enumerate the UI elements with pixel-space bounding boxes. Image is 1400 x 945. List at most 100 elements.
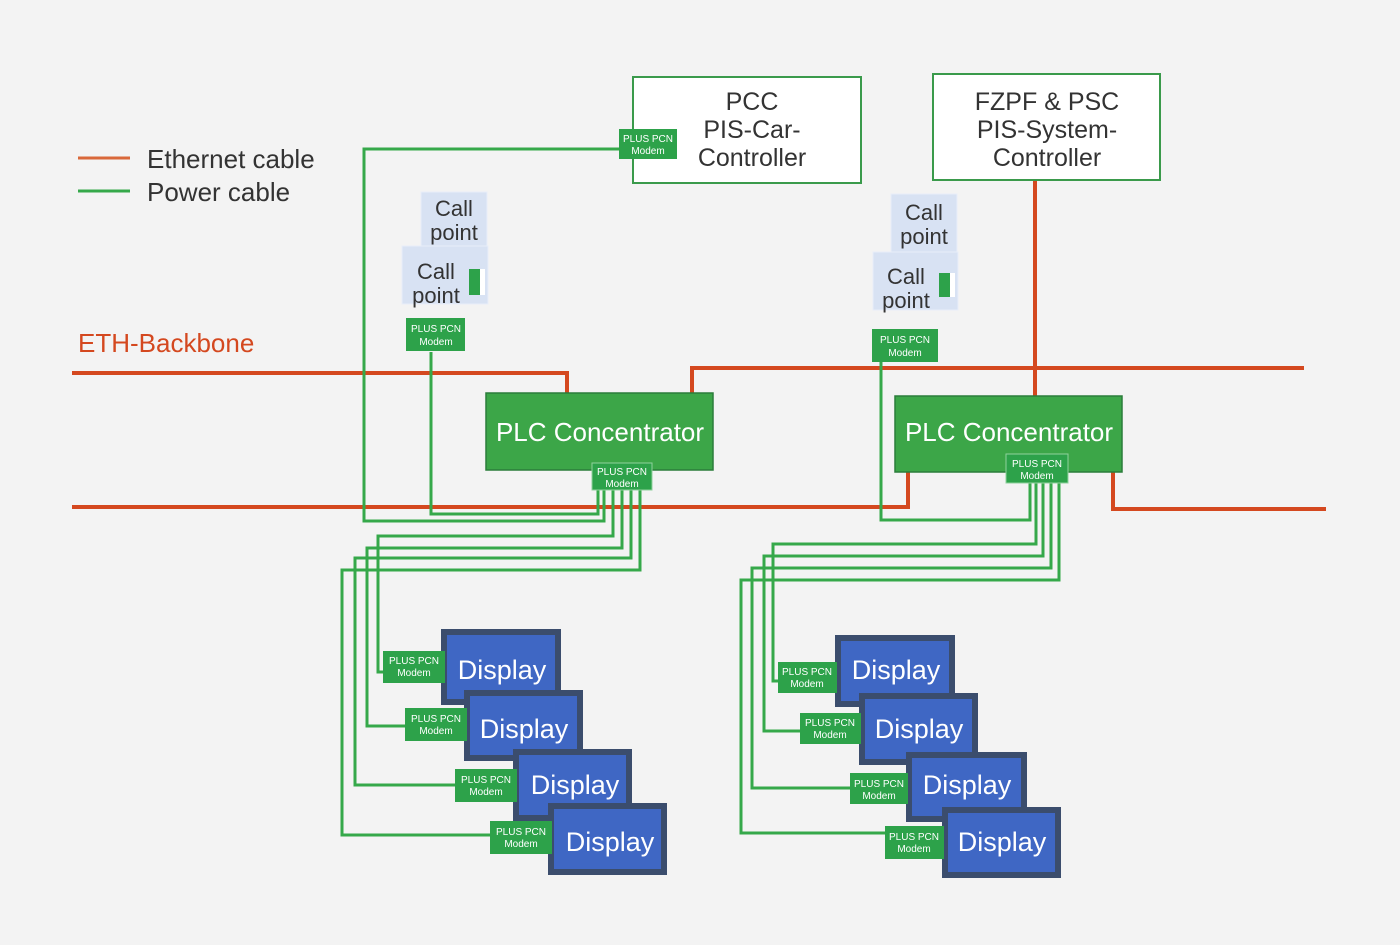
- call-point-front-left-line2: point: [412, 283, 460, 308]
- fzpf-title: FZPF & PSC: [975, 88, 1119, 116]
- power-pcc: [362, 147, 634, 523]
- display-modem-line1: PLUS PCN: [889, 832, 939, 843]
- power-display-r1: [771, 483, 1038, 683]
- call-point-back-right-line1: Call: [905, 200, 943, 225]
- pcc-title: PCC: [726, 88, 779, 116]
- power-cables: [340, 147, 1061, 837]
- pcc-modem-line2: Modem: [631, 146, 664, 157]
- power-callpoint-left: [429, 352, 600, 516]
- call-point-modem-left-line2: Modem: [419, 337, 452, 348]
- display-label: Display: [531, 770, 620, 800]
- display-label: Display: [875, 714, 964, 744]
- plc-concentrator-left: PLC Concentrator PLUS PCN Modem: [485, 392, 714, 491]
- display-modem: [455, 769, 517, 802]
- plc-concentrator-left-modem-line2: Modem: [605, 479, 638, 490]
- power-callpoint-right: [879, 362, 1032, 522]
- plc-concentrator-left-modem-line1: PLUS PCN: [597, 467, 647, 478]
- displays-right: Display PLUS PCN Modem Display PLUS PCN …: [778, 635, 1061, 878]
- display-modem: [405, 708, 467, 741]
- display-modem-line1: PLUS PCN: [854, 779, 904, 790]
- display-modem: [885, 826, 944, 859]
- plc-concentrator-right-modem-line2: Modem: [1020, 471, 1053, 482]
- call-point-front-right-line2: point: [882, 288, 930, 313]
- eth-backbone-lower-left: [72, 471, 910, 509]
- eth-backbone-lower-right: [1111, 471, 1326, 511]
- display-modem-line1: PLUS PCN: [461, 775, 511, 786]
- display-screen: [942, 807, 1061, 878]
- fzpf-subtitle: PIS-System-: [977, 116, 1117, 144]
- call-point-button-highlight-right: [950, 273, 955, 297]
- pcc-subtitle: PIS-Car-: [703, 116, 800, 144]
- pcc-modem-line1: PLUS PCN: [623, 134, 673, 145]
- display-modem: [778, 662, 837, 693]
- display-modem-line1: PLUS PCN: [411, 714, 461, 725]
- display-modem-line2: Modem: [504, 839, 537, 850]
- plc-concentrator-right: PLC Concentrator PLUS PCN Modem: [894, 395, 1123, 484]
- call-point-back-left: [420, 191, 488, 247]
- call-point-button-highlight-left: [480, 269, 485, 295]
- plc-concentrator-left-modem: [591, 462, 653, 491]
- display-label: Display: [480, 714, 569, 744]
- display-screen: [548, 803, 667, 875]
- plc-concentrator-right-modem-line1: PLUS PCN: [1012, 459, 1062, 470]
- power-display-r4: [739, 483, 1061, 835]
- display-label: Display: [566, 827, 655, 857]
- call-point-front-left-line1: Call: [417, 259, 455, 284]
- display-modem-line2: Modem: [897, 844, 930, 855]
- power-display-l1: [376, 489, 615, 674]
- fzpf-controller: FZPF & PSC PIS-System- Controller: [932, 73, 1161, 181]
- display-label: Display: [458, 655, 547, 685]
- call-point-modem-right-line2: Modem: [888, 348, 921, 359]
- call-point-modem-left-line1: PLUS PCN: [411, 324, 461, 335]
- display-modem-line2: Modem: [862, 791, 895, 802]
- fzpf-box: [932, 73, 1161, 181]
- eth-backbone-upper-left: [72, 371, 569, 393]
- display-modem-line2: Modem: [469, 787, 502, 798]
- ethernet-cables: [72, 180, 1326, 511]
- display-modem-line1: PLUS PCN: [782, 667, 832, 678]
- plc-concentrator-left-box: [485, 392, 714, 471]
- fzpf-subtitle-2: Controller: [993, 144, 1101, 172]
- display-modem-line2: Modem: [397, 668, 430, 679]
- call-points-left: Call point Call point PLUS PCN Modem: [401, 191, 489, 351]
- display-modem: [800, 713, 861, 744]
- call-point-modem-right-line1: PLUS PCN: [880, 335, 930, 346]
- display-label: Display: [923, 770, 1012, 800]
- pcc-box: [632, 76, 862, 184]
- display-label: Display: [852, 655, 941, 685]
- plc-concentrator-right-modem: [1005, 453, 1069, 484]
- plc-concentrator-right-label: PLC Concentrator: [905, 417, 1113, 447]
- legend: Ethernet cable Power cable: [78, 144, 315, 207]
- display-unit: Display PLUS PCN Modem: [490, 803, 667, 875]
- display-modem-line2: Modem: [813, 730, 846, 741]
- power-display-r3: [750, 483, 1053, 790]
- display-unit: Display PLUS PCN Modem: [405, 690, 583, 761]
- pcc-subtitle-2: Controller: [698, 144, 806, 172]
- display-modem: [850, 773, 908, 804]
- display-unit: Display PLUS PCN Modem: [800, 693, 978, 765]
- backbone-label: ETH-Backbone: [78, 328, 254, 358]
- display-unit: Display PLUS PCN Modem: [885, 807, 1061, 878]
- pcc-modem: [619, 129, 677, 159]
- call-point-front-right-line1: Call: [887, 264, 925, 289]
- display-modem-line1: PLUS PCN: [496, 827, 546, 838]
- call-point-modem-right: [872, 329, 938, 362]
- pcc-controller: PCC PIS-Car- Controller PLUS PCN Modem: [619, 76, 862, 184]
- call-point-back-left-line1: Call: [435, 196, 473, 221]
- eth-backbone-upper-right: [690, 366, 1304, 393]
- power-display-r2: [762, 483, 1045, 733]
- display-modem-line1: PLUS PCN: [389, 656, 439, 667]
- display-modem-line1: PLUS PCN: [805, 718, 855, 729]
- legend-ethernet-label: Ethernet cable: [147, 144, 315, 174]
- call-point-back-right: [890, 193, 958, 253]
- display-modem: [490, 821, 552, 854]
- display-modem-line2: Modem: [419, 726, 452, 737]
- display-label: Display: [958, 827, 1047, 857]
- legend-power-label: Power cable: [147, 177, 290, 207]
- call-point-back-left-line2: point: [430, 220, 478, 245]
- call-point-modem-left: [406, 318, 465, 351]
- call-points-right: Call point Call point PLUS PCN Modem: [872, 193, 959, 362]
- displays-left: Display PLUS PCN Modem Display PLUS PCN …: [383, 629, 667, 875]
